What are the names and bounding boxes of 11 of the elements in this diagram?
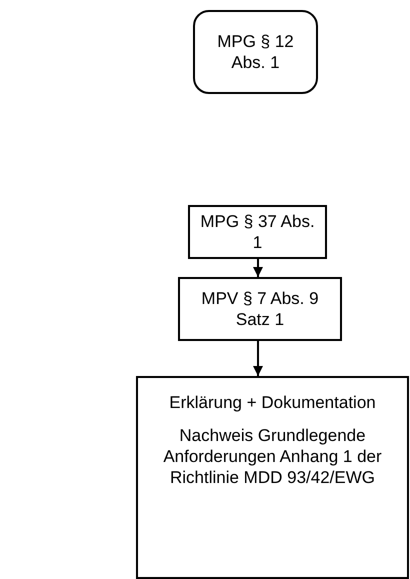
box-label: MPG § 12 Abs. 1 — [216, 31, 295, 73]
box-label: Nachweis Grundlegende Anforderungen Anhang 1 der Richtlinie MDD 93/42/EWG — [162, 425, 383, 488]
arrow — [253, 341, 263, 376]
process-box — [178, 277, 342, 341]
box-label: Erklärung + Dokumentation — [169, 392, 376, 413]
box-label: MPV § 7 Abs. 9 Satz 1 — [200, 288, 320, 330]
process-box — [188, 205, 327, 259]
box-label: MPG § 37 Abs. 1 — [199, 211, 316, 253]
arrow — [253, 259, 263, 277]
process-box — [136, 376, 409, 579]
rounded-box — [193, 10, 318, 94]
